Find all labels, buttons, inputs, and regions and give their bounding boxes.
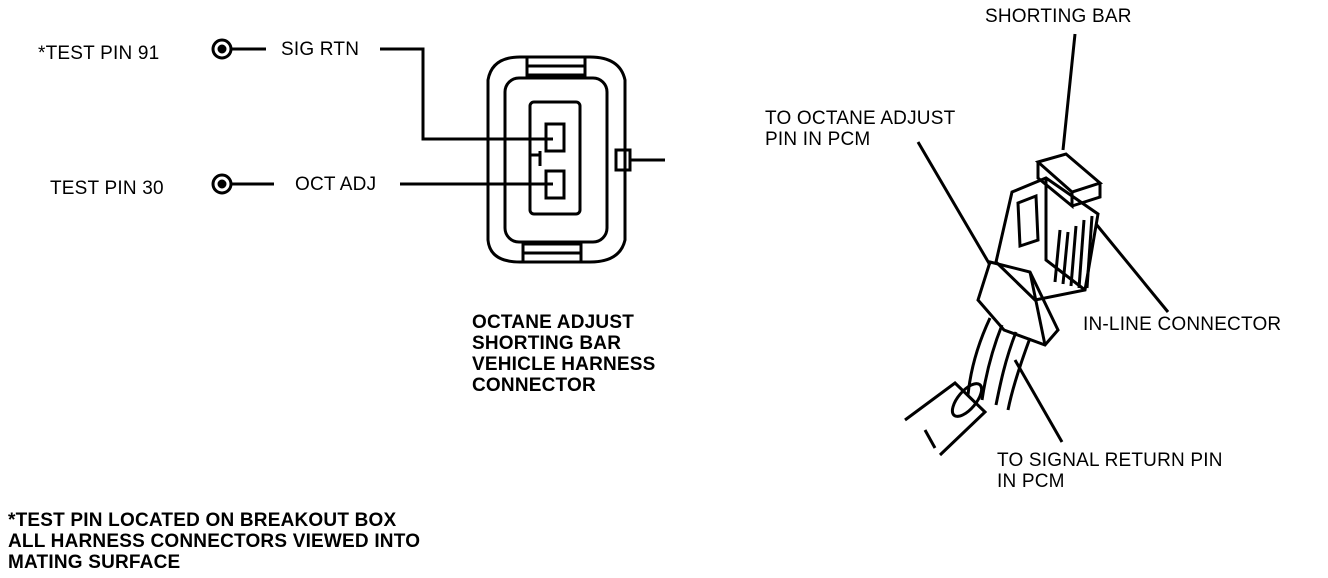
- octane-pin-leader: [916, 141, 992, 266]
- connector-caption: OCTANE ADJUST SHORTING BAR VEHICLE HARNE…: [472, 312, 656, 396]
- test-pin-30-label: TEST PIN 30: [50, 178, 164, 199]
- inline-connector-leader: [1094, 223, 1170, 313]
- inline-connector-label: IN-LINE CONNECTOR: [1083, 314, 1282, 335]
- inline-connector-illustration: [904, 152, 1104, 457]
- sig-rtn-label: SIG RTN: [281, 39, 360, 60]
- octane-pin-label: TO OCTANE ADJUST PIN IN PCM: [765, 108, 956, 150]
- shorting-bar-leader: [1061, 33, 1077, 151]
- shorting-bar-label: SHORTING BAR: [985, 6, 1132, 27]
- test-pin-91-label: *TEST PIN 91: [38, 43, 160, 64]
- test-pin-91-terminal: [211, 38, 266, 60]
- harness-connector: [486, 55, 665, 264]
- signal-return-label: TO SIGNAL RETURN PIN IN PCM: [997, 450, 1223, 492]
- footnote: *TEST PIN LOCATED ON BREAKOUT BOX ALL HA…: [8, 510, 421, 573]
- test-pin-30-terminal: [211, 173, 274, 195]
- signal-return-leader: [1013, 359, 1064, 443]
- oct-adj-label: OCT ADJ: [295, 174, 377, 195]
